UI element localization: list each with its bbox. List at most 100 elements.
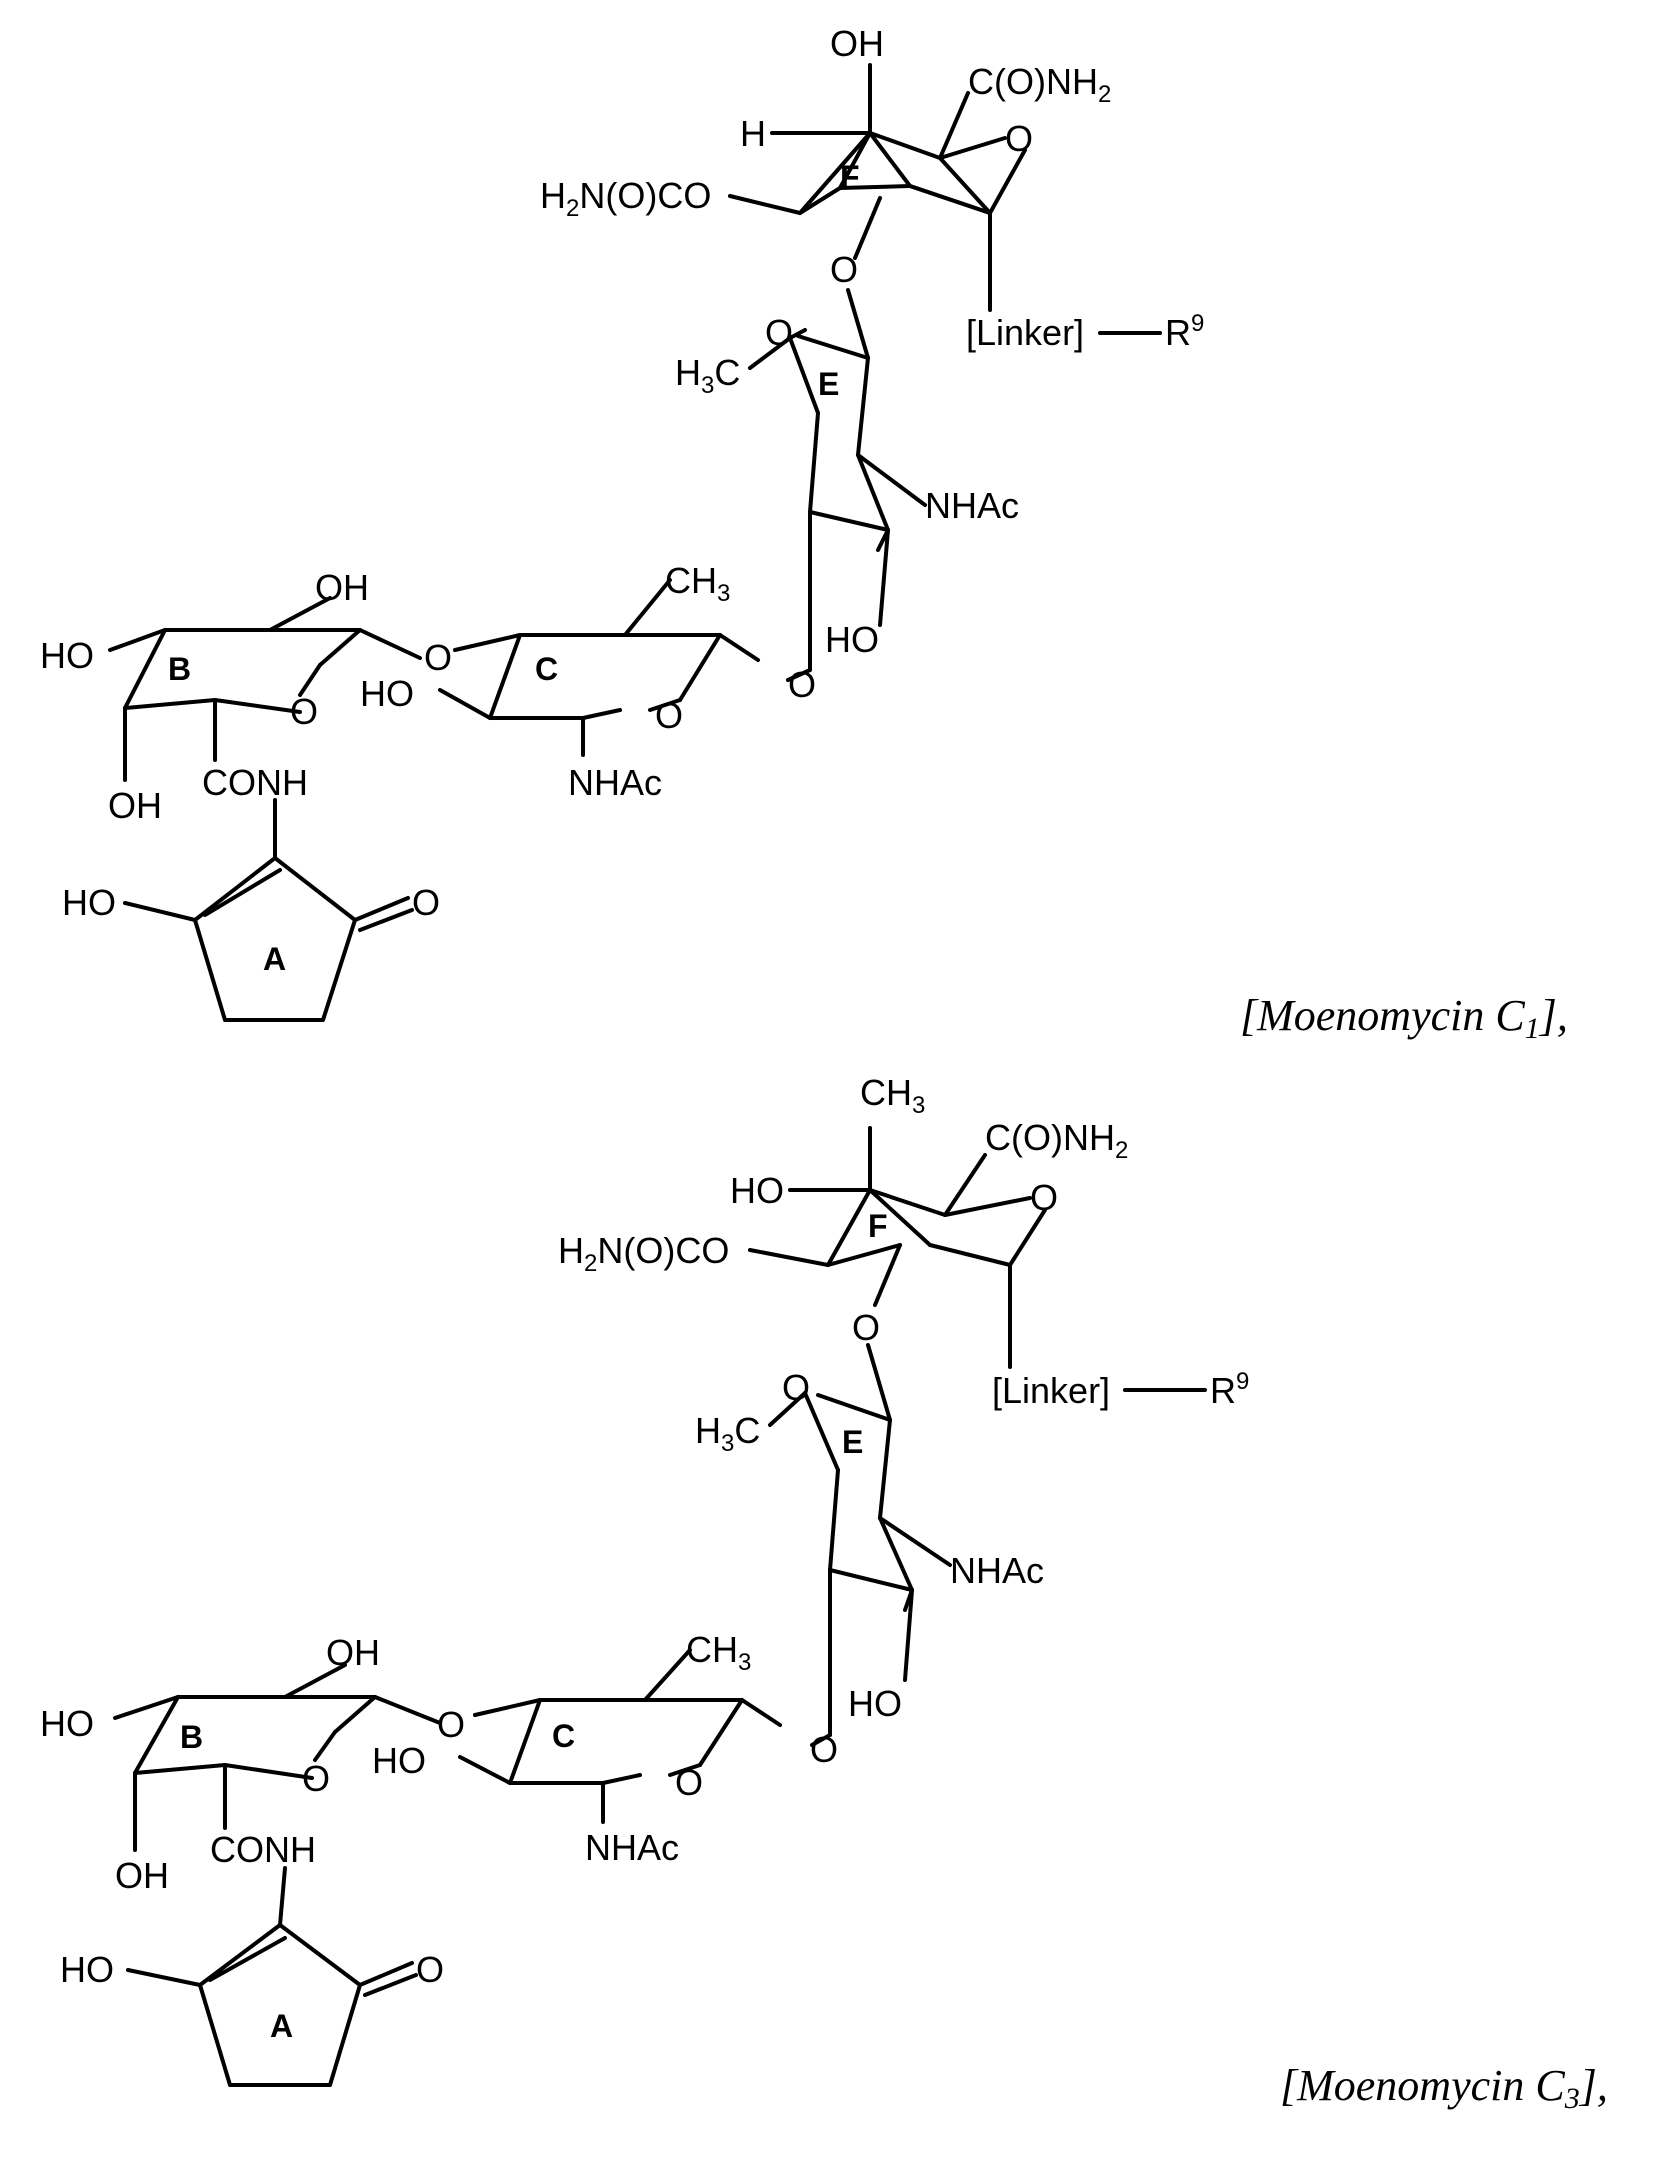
c1-b-oh-left: HO	[40, 635, 94, 676]
c3-c-oh: HO	[372, 1740, 426, 1781]
c3-bc-link-o: O	[437, 1704, 465, 1745]
c3-r-group: R9	[1210, 1368, 1249, 1411]
c1-r-sup: 9	[1191, 310, 1204, 337]
c1-f-amide-group: C(O)NH2	[968, 61, 1111, 108]
c1-ring-label-c: C	[535, 651, 558, 687]
c3-c-methyl: CH3	[686, 1629, 751, 1676]
c1-c-methyl-pre: CH	[665, 560, 717, 601]
c1-ring-label-b: B	[168, 651, 191, 687]
c3-b-ring-o: O	[302, 1758, 330, 1799]
c3-caption: [Moenomycin C3],	[1280, 2061, 1608, 2115]
c1-f-carbamate: H2N(O)CO	[540, 175, 711, 222]
ring-c-bonds	[460, 1650, 830, 1822]
c3-f-oh: HO	[730, 1170, 784, 1211]
c1-e-oh: HO	[825, 619, 879, 660]
c1-r-main: R	[1165, 312, 1191, 353]
c3-b-oh-top: OH	[326, 1632, 380, 1673]
c1-caption-sub: 1	[1525, 1012, 1540, 1045]
c3-a-oh: HO	[60, 1949, 114, 1990]
c3-f-methyl-pre: CH	[860, 1072, 912, 1113]
c3-c-methyl-sub: 3	[738, 1649, 751, 1676]
c1-b-oh-bottom: OH	[108, 785, 162, 826]
c3-f-carbamate-post: N(O)CO	[597, 1230, 729, 1271]
c3-f-amide-group: C(O)NH2	[985, 1117, 1128, 1164]
c1-e-methyl: H3C	[675, 352, 740, 399]
c1-b-ring-o: O	[290, 691, 318, 732]
c3-caption-text: [Moenomycin C	[1280, 2061, 1565, 2110]
c1-r-group: R9	[1165, 310, 1204, 353]
c1-e-ring-o: O	[765, 312, 793, 353]
c1-caption-text: [Moenomycin C	[1240, 991, 1525, 1040]
c3-b-oh-left: HO	[40, 1703, 94, 1744]
c3-c-glyco-o: O	[810, 1729, 838, 1770]
c1-caption-tail: ],	[1538, 991, 1568, 1040]
c1-f-carbamate-sub: 2	[566, 195, 579, 222]
c1-c-ring-o: O	[655, 695, 683, 736]
c3-linker: [Linker]	[992, 1370, 1110, 1411]
c3-e-methyl-sub: 3	[721, 1430, 734, 1457]
ring-f-bonds	[730, 65, 1160, 333]
c3-e-nhac: NHAc	[950, 1550, 1044, 1591]
c3-a-ketone-o: O	[416, 1949, 444, 1990]
c1-c-methyl: CH3	[665, 560, 730, 607]
c1-c-oh: HO	[360, 673, 414, 714]
c1-e-methyl-post: C	[714, 352, 740, 393]
c1-ring-label-a: A	[263, 941, 286, 977]
c1-a-oh: HO	[62, 882, 116, 923]
c1-linker: [Linker]	[966, 312, 1084, 353]
c1-ring-label-f: F	[840, 159, 860, 195]
c3-ring-label-b: B	[180, 1719, 203, 1755]
ring-c-bonds	[440, 580, 810, 755]
c3-e-methyl-pre: H	[695, 1410, 721, 1451]
c1-bc-link-o: O	[424, 637, 452, 678]
c1-e-methyl-sub: 3	[701, 372, 714, 399]
c1-f-carbamate-pre: H	[540, 175, 566, 216]
c1-a-ketone-o: O	[412, 882, 440, 923]
c3-f-ring-o: O	[1030, 1177, 1058, 1218]
c1-b-oh-top: OH	[315, 567, 369, 608]
c1-f-link-o: O	[830, 249, 858, 290]
c3-e-methyl-post: C	[734, 1410, 760, 1451]
c3-f-link-o: O	[852, 1307, 880, 1348]
c1-e-methyl-pre: H	[675, 352, 701, 393]
c1-f-carbamate-post: N(O)CO	[579, 175, 711, 216]
c3-f-amide-main: C(O)NH	[985, 1117, 1115, 1158]
c3-ring-label-e: E	[842, 1424, 863, 1460]
c1-ring-label-e: E	[818, 366, 839, 402]
c1-f-top-oh: OH	[830, 23, 884, 64]
c3-f-carbamate: H2N(O)CO	[558, 1230, 729, 1277]
c3-e-oh: HO	[848, 1683, 902, 1724]
ring-f-bonds	[750, 1128, 1205, 1390]
c3-ring-label-c: C	[552, 1718, 575, 1754]
c1-f-h: H	[740, 113, 766, 154]
c3-b-oh-bottom: OH	[115, 1855, 169, 1896]
c3-e-methyl: H3C	[695, 1410, 760, 1457]
c1-caption: [Moenomycin C1],	[1240, 991, 1568, 1045]
c3-b-conh: CONH	[210, 1829, 316, 1870]
c3-f-methyl: CH3	[860, 1072, 925, 1119]
ring-a-bonds	[128, 1868, 416, 2085]
ring-a-bonds	[125, 800, 412, 1020]
c1-b-conh: CONH	[202, 762, 308, 803]
c1-c-glyco-o: O	[788, 664, 816, 705]
c1-e-nhac: NHAc	[925, 485, 1019, 526]
c3-f-carbamate-pre: H	[558, 1230, 584, 1271]
c3-ring-label-f: F	[868, 1208, 888, 1244]
c1-c-nhac: NHAc	[568, 762, 662, 803]
c3-caption-sub: 3	[1564, 2082, 1580, 2115]
c3-ring-label-a: A	[270, 2008, 293, 2044]
c3-c-ring-o: O	[675, 1762, 703, 1803]
c3-caption-tail: ],	[1578, 2061, 1608, 2110]
c3-r-main: R	[1210, 1370, 1236, 1411]
c3-f-carbamate-sub: 2	[584, 1250, 597, 1277]
moenomycin-c1-structure: OH H C(O)NH2 O H2N(O)CO F O [Linker] R9 …	[40, 23, 1568, 1045]
c3-r-sup: 9	[1236, 1368, 1249, 1395]
c1-c-methyl-sub: 3	[717, 580, 730, 607]
c3-f-methyl-sub: 3	[912, 1092, 925, 1119]
c3-c-nhac: NHAc	[585, 1827, 679, 1868]
c1-f-ring-o: O	[1005, 118, 1033, 159]
c3-c-methyl-pre: CH	[686, 1629, 738, 1670]
c1-f-amide-sub: 2	[1098, 81, 1111, 108]
